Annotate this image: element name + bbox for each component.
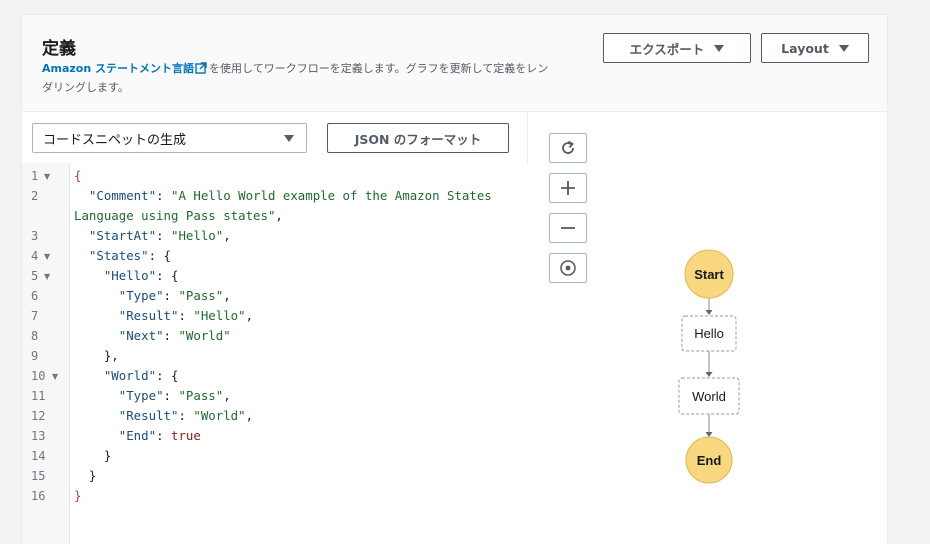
code-line: "Result": "World", [118, 408, 254, 423]
code-line: "End": true [118, 428, 201, 443]
line-number: 4 [31, 249, 39, 263]
definition-panel: 定義 Amazon ステートメント言語 を使用してワークフローを定義します。グラフ… [21, 14, 888, 544]
code-line: } [74, 488, 82, 503]
start-node-label: Start [694, 267, 724, 282]
world-node[interactable] [678, 377, 740, 415]
page-title: 定義 [42, 39, 76, 59]
zoom-out-icon [561, 227, 575, 229]
description-text: を使用してワークフローを定義します。グラフを更新して定義をレン [209, 62, 549, 75]
code-line: } [74, 448, 112, 463]
line-number: 11 [31, 389, 46, 403]
export-label: エクスポート [629, 41, 705, 57]
caret-down-icon [714, 44, 725, 52]
definition-description: Amazon ステートメント言語 を使用してワークフローを定義します。グラフを更新… [42, 59, 602, 97]
world-node-label: World [692, 389, 726, 404]
end-node-label: End [697, 453, 722, 468]
code-line: "Result": "Hello", [118, 308, 254, 323]
fold-icon[interactable]: ▼ [44, 272, 51, 281]
workflow-graph: Start Hello World End [678, 249, 740, 484]
arrowhead-icon [705, 432, 713, 437]
line-number: 1 [31, 169, 39, 183]
code-pane: コードスニペットの生成 JSON のフォーマット 1 2 3 4 5 6 7 8… [22, 112, 528, 544]
center-icon [560, 260, 576, 276]
fold-icon[interactable]: ▼ [52, 372, 59, 381]
line-gutter: 1 2 3 4 5 6 7 8 9 10 11 12 13 14 15 16 ▼… [22, 163, 70, 544]
caret-down-icon [838, 44, 849, 52]
code-line: "StartAt": "Hello", [88, 228, 231, 243]
layout-button[interactable]: Layout [761, 33, 869, 63]
line-number: 5 [31, 269, 39, 283]
line-number: 2 [31, 189, 39, 203]
line-number: 12 [31, 409, 46, 423]
layout-label: Layout [781, 40, 829, 56]
json-format-button[interactable]: JSON のフォーマット [327, 123, 509, 153]
code-line: Language using Pass states", [74, 208, 283, 223]
line-number: 14 [31, 449, 46, 463]
json-format-label: JSON のフォーマット [354, 131, 482, 147]
caret-down-icon [284, 134, 294, 142]
snippet-select[interactable]: コードスニペットの生成 [32, 123, 307, 153]
code-line: { [74, 168, 82, 183]
code-line: "World": { [103, 368, 179, 383]
line-number: 15 [31, 469, 46, 483]
code-line: } [74, 468, 97, 483]
refresh-icon [562, 140, 574, 154]
code-line: "Next": "World" [118, 328, 231, 343]
code-line: "Type": "Pass", [118, 388, 231, 403]
graph-pane: Start Hello World End [529, 112, 887, 544]
refresh-button[interactable] [549, 133, 587, 163]
zoom-in-icon [561, 181, 575, 195]
snippet-select-label: コードスニペットの生成 [43, 132, 187, 148]
states-language-link[interactable]: Amazon ステートメント言語 [42, 62, 195, 75]
code-editor[interactable]: 1 2 3 4 5 6 7 8 9 10 11 12 13 14 15 16 ▼… [22, 163, 528, 544]
hello-node-label: Hello [694, 326, 724, 341]
description-text-2: ダリングします。 [42, 81, 129, 94]
center-button[interactable] [549, 253, 587, 283]
fold-icon[interactable]: ▼ [44, 252, 51, 261]
arrowhead-icon [705, 372, 713, 377]
code-line: "Hello": { [103, 268, 179, 283]
zoom-out-button[interactable] [549, 213, 587, 243]
hello-node[interactable] [681, 315, 737, 352]
code-line: }, [74, 348, 119, 363]
zoom-in-button[interactable] [549, 173, 587, 203]
line-number: 3 [31, 229, 39, 243]
export-button[interactable]: エクスポート [603, 33, 751, 63]
line-number: 8 [31, 329, 39, 343]
arrowhead-icon [705, 310, 713, 315]
line-number: 6 [31, 289, 39, 303]
code-line: "Comment": "A Hello World example of the… [88, 188, 492, 203]
definition-header: 定義 Amazon ステートメント言語 を使用してワークフローを定義します。グラフ… [22, 15, 887, 112]
line-number: 13 [31, 429, 46, 443]
external-link-icon[interactable] [195, 62, 207, 74]
line-number: 9 [31, 349, 39, 363]
code-line: "States": { [88, 248, 171, 263]
line-number: 10 [31, 369, 46, 383]
end-node[interactable] [685, 436, 733, 484]
line-number: 7 [31, 309, 39, 323]
start-node[interactable] [684, 249, 734, 299]
code-line: "Type": "Pass", [118, 288, 231, 303]
line-number: 16 [31, 489, 46, 503]
fold-icon[interactable]: ▼ [44, 172, 51, 181]
